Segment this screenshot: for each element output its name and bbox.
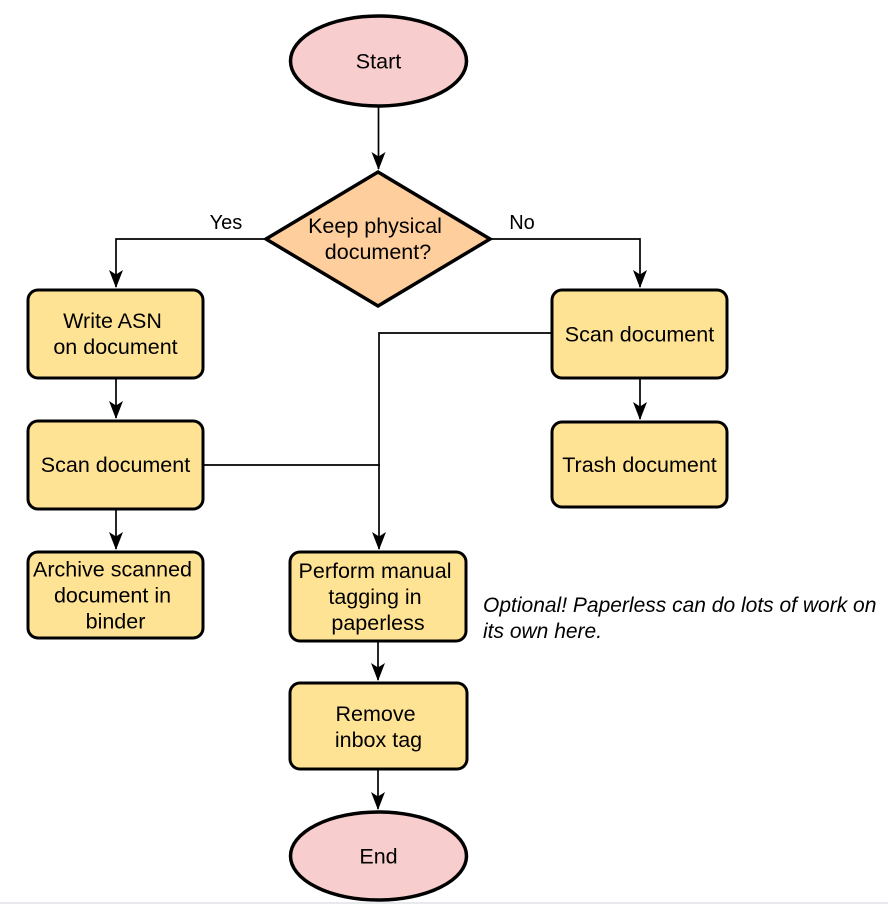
archive-label: Archive scanned document in binder <box>33 558 198 634</box>
node-start: Start <box>288 14 469 108</box>
scan-left-process-shape <box>26 419 205 511</box>
scan-left-label: Scan document <box>41 453 190 477</box>
end-terminal-shape <box>288 810 469 902</box>
node-end: End <box>288 810 469 902</box>
start-label: Start <box>356 50 401 74</box>
scan-right-label: Scan document <box>565 323 714 347</box>
edge-label-no: No <box>509 212 535 234</box>
trash-process-shape <box>550 420 729 509</box>
node-trash-document: Trash document <box>550 420 729 509</box>
archive-process-shape <box>26 550 205 640</box>
scan-right-process-shape <box>550 288 729 380</box>
edges <box>109 107 647 810</box>
edge-decision-no-to-scan-right <box>490 238 647 288</box>
optional-annotation: Optional! Paperless can do lots of work … <box>483 594 882 643</box>
node-keep-physical-decision: Keep physical document? <box>262 169 494 309</box>
remove-inbox-process-shape <box>288 681 469 771</box>
node-write-asn: Write ASN on document <box>26 288 205 380</box>
edge-label-yes: Yes <box>210 212 243 234</box>
remove-inbox-label: Remove inbox tag <box>335 702 422 752</box>
node-remove-inbox-tag: Remove inbox tag <box>288 681 469 771</box>
end-label: End <box>359 845 397 869</box>
write-asn-process-shape <box>26 288 205 380</box>
edge-decision-yes-to-write-asn <box>109 238 266 288</box>
decision-label: Keep physical document? <box>308 214 448 264</box>
start-terminal-shape <box>288 14 469 108</box>
edge-scan-right-to-tagging <box>372 332 552 550</box>
decision-diamond-shape <box>262 169 494 309</box>
tagging-label: Perform manual tagging in paperless <box>299 559 458 635</box>
write-asn-label: Write ASN on document <box>53 309 177 359</box>
node-scan-document-right: Scan document <box>550 288 729 380</box>
tagging-process-shape <box>288 550 468 643</box>
node-scan-document-left: Scan document <box>26 419 205 511</box>
trash-label: Trash document <box>562 453 717 477</box>
node-archive-binder: Archive scanned document in binder <box>26 550 205 640</box>
node-manual-tagging: Perform manual tagging in paperless <box>288 550 468 643</box>
